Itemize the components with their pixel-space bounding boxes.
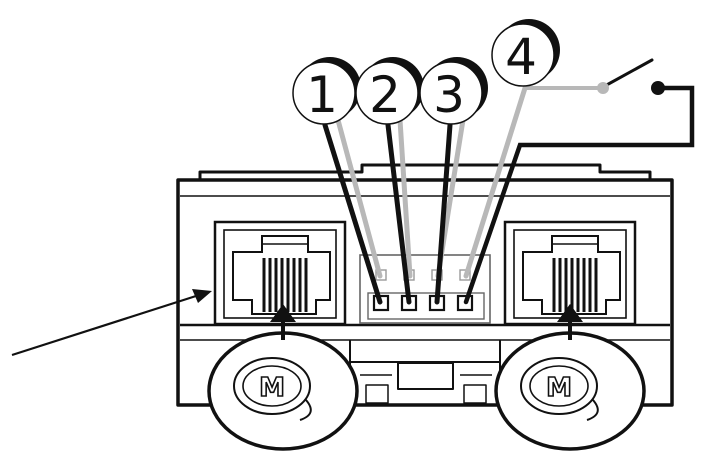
callout-1: 1 (292, 57, 361, 125)
pointer-arrow (11, 289, 212, 357)
terminal-slot-1 (372, 294, 390, 312)
wire-4 (463, 85, 695, 305)
callout-label: 3 (433, 66, 465, 124)
wires (322, 85, 695, 305)
wire-1 (322, 122, 383, 305)
insert-arrow-head (557, 304, 583, 322)
callout-3: 3 (419, 57, 488, 125)
callout-label: 2 (369, 66, 401, 124)
m-logo-label: M (546, 373, 572, 403)
terminal-block (359, 254, 491, 324)
m-logo-icon (233, 357, 311, 415)
wire-2-grey (397, 117, 413, 279)
callout-2: 2 (355, 57, 424, 125)
wire-1-grey (335, 117, 383, 279)
wire-2 (385, 122, 412, 305)
insert-arrow-head (270, 304, 296, 322)
switch-contact-grey (597, 82, 609, 94)
wire-4-grey (463, 85, 528, 279)
m-logo-label: M (259, 373, 285, 403)
wire-3 (434, 122, 453, 305)
terminal-slot-4 (456, 294, 474, 312)
left-m-connector: M (207, 304, 359, 451)
callout-4: 4 (491, 19, 560, 87)
callout-label: 4 (505, 28, 537, 86)
switch (597, 58, 665, 95)
right-m-connector: M (494, 304, 646, 451)
switch-lever (601, 58, 654, 89)
right-rj45-port (503, 220, 637, 326)
callout-label: 1 (306, 66, 338, 124)
switch-contact-black (651, 81, 665, 95)
m-logo-icon (520, 357, 598, 415)
